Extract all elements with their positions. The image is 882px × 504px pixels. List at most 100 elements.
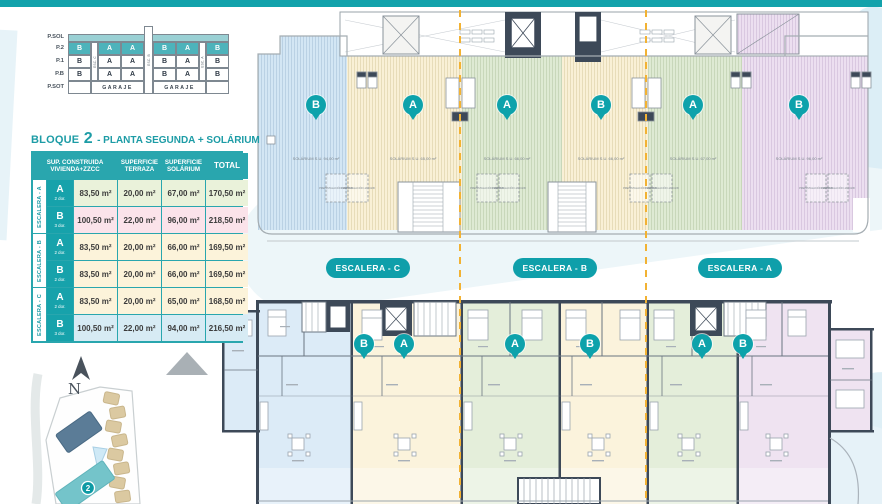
walls [222,300,874,504]
header-line: SOLÁRIUM [167,166,200,173]
site-plan: N 2 [30,356,141,504]
value-built: 100,50 m² [74,207,117,233]
floor-unit-pin: A [505,334,525,359]
furniture [227,309,865,457]
unit-cell: A [98,55,121,68]
unit-letter: A [56,238,64,249]
escalera-b-pill: ESCALERA - B [513,258,597,278]
unit-cell: B [206,42,229,55]
unit-letter: A [56,184,64,195]
bottom-stairs [517,477,601,504]
value-total: 169,50 m² [206,261,248,287]
unit-cell: A [176,42,199,55]
value-terraza: 20,00 m² [118,261,161,287]
table-title: BLOQUE 2 - PLANTA SEGUNDA + SOLÁRIUM [31,130,260,148]
jacuzzi-label: PREINSTALACIÓN JACUZZI [645,185,679,190]
value-terraza: 20,00 m² [118,288,161,314]
group-label-escalera-b: ESCALERA - B [33,234,46,287]
stair-core-label: ESC. B [146,54,151,66]
surfaces-table: BLOQUE 2 - PLANTA SEGUNDA + SOLÁRIUM SUP… [31,130,260,343]
solarium-unit-pin: A [497,95,517,120]
unit-dorms: 2 dor. [54,196,66,201]
jacuzzi-label: PREINSTALACIÓN JACUZZI [470,185,504,190]
value-total: 216,50 m² [206,315,248,341]
solarium-unit-pin: A [683,95,703,120]
unit-letter: A [56,292,64,303]
floor-unit-pin: B [580,334,600,359]
value-total: 170,50 m² [206,180,248,206]
compass-icon: N [68,356,90,398]
value-solarium: 65,00 m² [162,288,205,314]
value-solarium: 94,00 m² [162,315,205,341]
jacuzzi-label: PREINSTALACIÓN JACUZZI [341,185,375,190]
floor-unit-pin: B [354,334,374,359]
value-built: 83,50 m² [74,234,117,260]
stairwell [382,15,420,55]
solarium-area-label: SOLÁRIUM S.U. 94,00 m² [293,156,340,161]
section-divider-dashed-line [645,10,647,504]
header-line: VIVIENDA+ZZCC [50,166,100,173]
block-1-building [55,411,103,453]
value-total: 169,50 m² [206,234,248,260]
compass-north-label: N [68,380,81,398]
garage-cell: GARAJE [91,81,144,94]
level-label: P.B [55,71,64,77]
floor-unit-pin: A [394,334,414,359]
value-built: 83,50 m² [74,288,117,314]
stair-core-c: ESC. C [91,42,98,81]
villas-cluster [102,391,131,504]
solarium-area-label: SOLÁRIUM S.U. 96,00 m² [776,156,823,161]
value-solarium: 66,00 m² [162,261,205,287]
unit-cell: B [153,55,176,68]
value-solarium: 96,00 m² [162,207,205,233]
unit-cell: A [98,68,121,81]
basement-cell [206,81,229,94]
floor-plan [222,300,874,504]
road [30,373,43,504]
stair-core-label: ESC. A [200,55,205,68]
unit-letter: B [56,265,64,276]
solarium-area-labels: SOLÁRIUM S.U. 94,00 m² SOLÁRIUM S.U. 65,… [293,156,823,161]
solarium-outline [257,35,869,235]
unit-cell: B [206,68,229,81]
unit-cell: B [68,55,91,68]
block-2-badge-number: 2 [86,484,91,493]
value-built: 83,50 m² [74,180,117,206]
value-terraza: 22,00 m² [118,207,161,233]
section-divider-dashed-line [459,10,461,504]
jacuzzi-label: PREINSTALACIÓN JACUZZI [799,185,833,190]
value-built: 100,50 m² [74,315,117,341]
group-label-text: ESCALERA - C [36,293,43,336]
jacuzzi-label: PREINSTALACIÓN JACUZZI [319,185,353,190]
elevator-shaft [575,12,601,62]
unit-cell: A [121,68,144,81]
value-built: 83,50 m² [74,261,117,287]
roof-stairwell-open [547,181,597,233]
solarium-area-label: SOLÁRIUM S.U. 66,00 m² [578,156,625,161]
solarium-unit-pin: B [306,95,326,120]
solarium-plan: PREINSTALACIÓN JACUZZI PREINSTALACIÓN JA… [257,11,872,242]
unit-cell: A [176,55,199,68]
garage-cell: GARAJE [153,81,206,94]
unit-cell: B [153,68,176,81]
unit-cell: B [206,55,229,68]
unit-dorms: 2 dor. [54,304,66,309]
unit-cell: B [68,68,91,81]
stairwell [694,15,732,55]
level-label: P.SOL [47,34,64,40]
escalera-a-pill: ESCALERA - A [698,258,782,278]
header-total: TOTAL [206,153,248,179]
stairwell-pink [736,13,800,55]
unit-cell: A [98,42,121,55]
building-section-diagram: P.SOL P.2 P.1 P.B P.SOT B A A B A B B A … [40,26,240,100]
block-2-badge [80,480,96,496]
roof-stairwell-open [397,181,461,233]
stair-core-label: ESC. C [92,55,97,68]
header-solarium: SUPERFICIE SOLÁRIUM [162,153,205,179]
